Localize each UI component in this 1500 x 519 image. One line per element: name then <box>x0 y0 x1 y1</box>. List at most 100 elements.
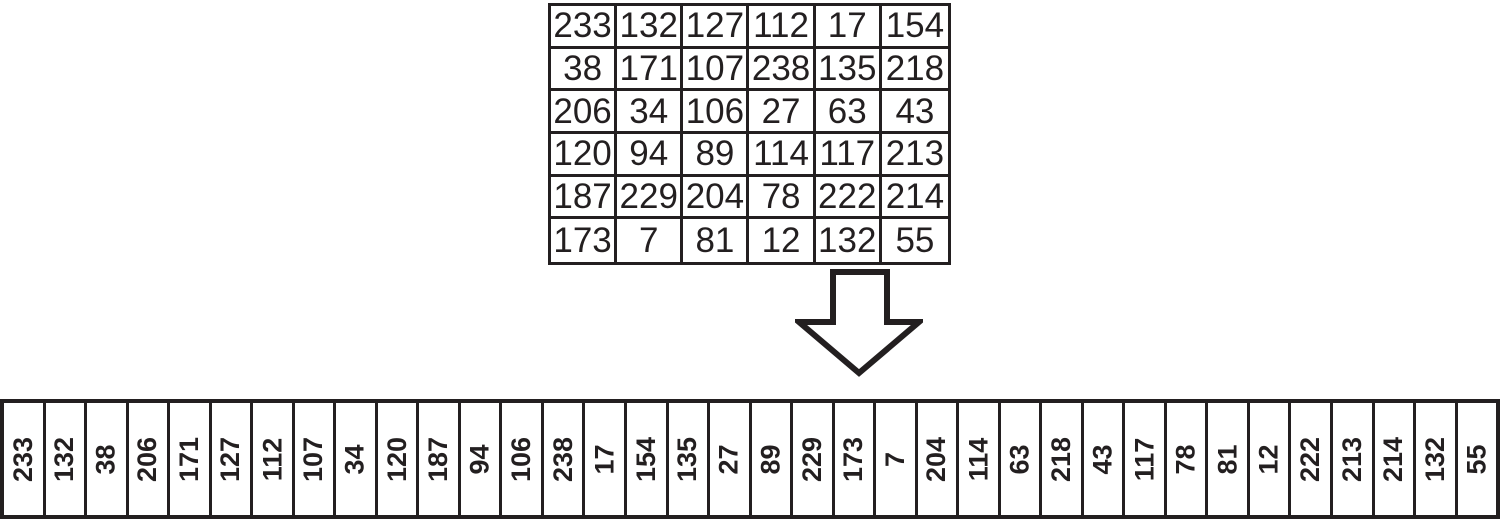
array-cell-value: 229 <box>796 436 827 482</box>
array-cell: 187 <box>419 403 461 515</box>
array-cell: 127 <box>212 403 254 515</box>
matrix-cell: 17 <box>815 6 882 49</box>
array-cell: 81 <box>1208 403 1250 515</box>
array-cell: 12 <box>1250 403 1292 515</box>
array-cell-value: 214 <box>1378 436 1409 482</box>
array-cell: 114 <box>959 403 1001 515</box>
array-cell: 229 <box>793 403 835 515</box>
matrix-cell: 12 <box>749 219 816 262</box>
array-cell: 213 <box>1333 403 1375 515</box>
matrix-cell: 154 <box>881 6 948 49</box>
array-cell: 214 <box>1375 403 1417 515</box>
array-cell-value: 187 <box>423 436 454 482</box>
array-cell: 222 <box>1291 403 1333 515</box>
matrix-cell: 127 <box>683 6 750 49</box>
array-cell-value: 12 <box>1253 443 1284 475</box>
matrix-cell: 112 <box>749 6 816 49</box>
array-cell-value: 233 <box>7 436 38 482</box>
matrix-cell: 213 <box>881 134 948 177</box>
array-cell: 117 <box>1125 403 1167 515</box>
array-cell: 132 <box>1416 403 1458 515</box>
array-cell: 63 <box>1001 403 1043 515</box>
matrix-cell: 229 <box>617 176 684 220</box>
array-cell: 78 <box>1167 403 1209 515</box>
array-cell-value: 218 <box>1046 436 1077 482</box>
array-cell: 38 <box>87 403 129 515</box>
array-cell: 238 <box>544 403 586 515</box>
array-cell-value: 135 <box>672 436 703 482</box>
array-cell-value: 78 <box>1170 443 1201 475</box>
matrix-cell: 132 <box>617 6 684 49</box>
matrix-cell: 114 <box>749 134 816 177</box>
matrix-cell: 238 <box>749 48 816 92</box>
array-cell: 17 <box>585 403 627 515</box>
matrix-cell: 38 <box>551 48 618 92</box>
array-cell-value: 112 <box>256 437 287 481</box>
matrix-cell: 55 <box>895 221 935 261</box>
array-cell-value: 89 <box>755 443 786 475</box>
matrix-cell: 107 <box>683 48 750 92</box>
array-cell-value: 238 <box>547 436 578 482</box>
array-cell: 7 <box>876 403 918 515</box>
array-cell: 204 <box>918 403 960 515</box>
array-cell: 34 <box>336 403 378 515</box>
array-cell: 112 <box>253 403 295 515</box>
down-arrow-outline <box>790 269 928 377</box>
array-cell: 173 <box>835 403 877 515</box>
array-cell: 94 <box>461 403 503 515</box>
array-cell-value: 132 <box>49 436 80 482</box>
array-cell: 107 <box>295 403 337 515</box>
matrix-cell: 89 <box>683 134 750 177</box>
array-cell: 218 <box>1042 403 1084 515</box>
matrix-cell: 187 <box>551 176 618 220</box>
array-cell-value: 27 <box>713 443 744 475</box>
matrix-cell: 43 <box>881 91 948 134</box>
array-cell-value: 94 <box>464 443 495 475</box>
matrix-cell: 132 <box>816 219 882 262</box>
matrix-cell: 63 <box>815 91 882 134</box>
matrix-cell: 120 <box>551 134 618 177</box>
array-cell-value: 127 <box>215 436 246 482</box>
array-cell-value: 114 <box>962 437 993 481</box>
array-cell-value: 106 <box>506 436 537 482</box>
matrix-cell: 117 <box>815 134 882 177</box>
array-cell-value: 120 <box>381 436 412 482</box>
array-cell-value: 63 <box>1004 443 1035 475</box>
array-cell: 106 <box>502 403 544 515</box>
matrix-cell: 106 <box>683 91 750 134</box>
array-cell-value: 154 <box>630 436 661 482</box>
down-arrow-icon <box>790 268 928 380</box>
matrix-cell: 222 <box>815 176 882 220</box>
array-cell-value: 171 <box>173 436 204 482</box>
matrix-cell: 204 <box>683 176 750 220</box>
matrix-cell: 27 <box>749 91 816 134</box>
array-cell: 89 <box>752 403 794 515</box>
array-cell-value: 204 <box>921 436 952 482</box>
matrix-cell: 94 <box>617 134 684 177</box>
matrix-cell: 218 <box>881 49 948 92</box>
down-arrow-svg <box>790 269 928 377</box>
matrix-cell: 135 <box>815 48 882 92</box>
array-cell: 135 <box>669 403 711 515</box>
array-cell-value: 107 <box>298 436 329 482</box>
array-cell-value: 43 <box>1087 443 1118 475</box>
matrix-cell: 78 <box>749 176 816 220</box>
matrix-cell: 206 <box>551 91 618 134</box>
array-cell: 27 <box>710 403 752 515</box>
array-cell-value: 34 <box>340 443 371 475</box>
array-cell-value: 173 <box>838 436 869 482</box>
array-cell-value: 117 <box>1129 437 1160 481</box>
array-cell-value: 7 <box>879 451 910 467</box>
array-cell-value: 38 <box>90 443 121 475</box>
array-cell: 233 <box>4 403 46 515</box>
array-cell: 132 <box>46 403 88 515</box>
array-cell-value: 222 <box>1295 436 1326 482</box>
array-cell-value: 206 <box>132 436 163 482</box>
array-cell: 43 <box>1084 403 1126 515</box>
matrix-cell: 34 <box>617 91 684 134</box>
matrix-cell: 81 <box>683 219 750 262</box>
matrix-cell: 233 <box>551 6 618 49</box>
